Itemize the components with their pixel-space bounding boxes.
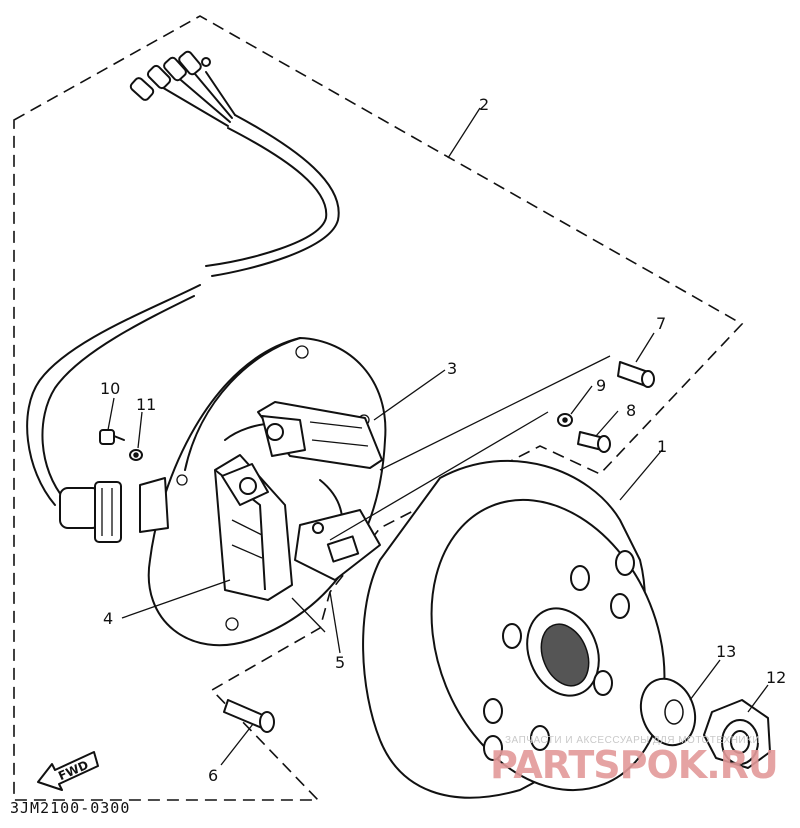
leader-lines bbox=[107, 107, 769, 766]
fwd-direction-icon: FWD bbox=[37, 751, 99, 791]
washer-11-icon bbox=[129, 449, 143, 461]
flywheel-rotor bbox=[362, 459, 666, 799]
part-number-8: 8 bbox=[626, 401, 636, 420]
washer-13-icon bbox=[639, 677, 697, 747]
assembly-outline bbox=[13, 15, 744, 801]
part-number-5: 5 bbox=[335, 653, 345, 672]
pickup-coil bbox=[294, 509, 381, 581]
part-number-2: 2 bbox=[479, 95, 489, 114]
cable-clamp bbox=[139, 477, 169, 533]
watermark-caption: ЗАПЧАСТИ И АКСЕССУАРЫ ДЛЯ МОТОТЕХНИКИ bbox=[505, 735, 760, 746]
nut-12-icon bbox=[703, 699, 771, 769]
diagram-code: 3JM2100-0300 bbox=[10, 799, 130, 817]
part-number-1: 1 bbox=[657, 437, 667, 456]
part-number-9: 9 bbox=[596, 376, 606, 395]
screw-8-icon bbox=[577, 431, 611, 453]
screw-10-icon bbox=[99, 429, 125, 445]
charging-coil bbox=[257, 401, 383, 469]
watermark-brand: PARTSPOK.RU bbox=[490, 743, 778, 787]
wire-harness bbox=[26, 50, 340, 543]
part-number-11: 11 bbox=[136, 395, 156, 414]
part-number-10: 10 bbox=[100, 379, 120, 398]
screw-7-icon bbox=[617, 361, 655, 388]
part-number-7: 7 bbox=[656, 314, 666, 333]
washer-9-icon bbox=[557, 413, 573, 427]
source-coil bbox=[214, 454, 293, 601]
part-number-6: 6 bbox=[208, 766, 218, 785]
part-number-3: 3 bbox=[447, 359, 457, 378]
part-number-13: 13 bbox=[716, 642, 736, 661]
screw-6-icon bbox=[223, 699, 275, 733]
part-number-12: 12 bbox=[766, 668, 786, 687]
part-number-labels: 1 2 3 4 5 6 7 8 9 10 11 12 13 bbox=[100, 95, 786, 785]
part-number-4: 4 bbox=[103, 609, 113, 628]
